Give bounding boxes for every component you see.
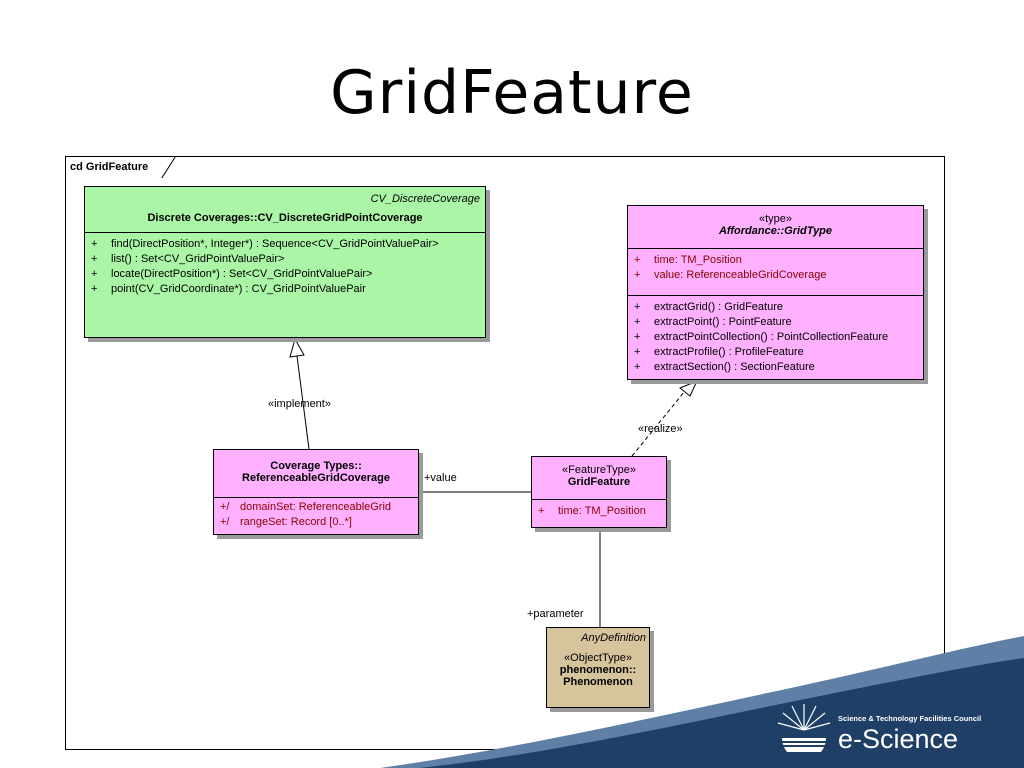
operation-row: +list() : Set<CV_GridPointValuePair> (91, 253, 285, 265)
frame-tab (65, 156, 176, 178)
stereotype-label: «FeatureType» (562, 464, 636, 476)
attributes-section: +time: TM_Position +value: Referenceable… (628, 248, 923, 295)
operations-section: +find(DirectPosition*, Integer*) : Seque… (85, 232, 485, 301)
class-referenceable-grid-coverage[interactable]: Coverage Types:: ReferenceableGridCovera… (213, 449, 419, 535)
class-grid-type[interactable]: «type» Affordance::GridType +time: TM_Po… (627, 205, 924, 380)
implement-line (296, 355, 310, 450)
attribute-row: +/domainSet: ReferenceableGrid (220, 501, 392, 513)
attribute-row: +value: ReferenceableGridCoverage (634, 269, 827, 281)
operation-row: +extractPoint() : PointFeature (634, 316, 792, 328)
class-header: «FeatureType» GridFeature (532, 457, 666, 499)
attributes-section: +time: TM_Position (532, 499, 666, 523)
operation-row: +extractProfile() : ProfileFeature (634, 346, 804, 358)
class-phenomenon[interactable]: AnyDefinition «ObjectType» phenomenon:: … (546, 627, 650, 708)
operation-row: +extractSection() : SectionFeature (634, 361, 815, 373)
brand-name: e-Science (838, 724, 959, 754)
implement-arrowhead (289, 337, 305, 358)
footer-wave (380, 636, 1024, 768)
operation-row: +extractGrid() : GridFeature (634, 301, 783, 313)
attributes-section: +/domainSet: ReferenceableGrid +/rangeSe… (214, 497, 418, 534)
council-name: Science & Technology Facilities Council (838, 714, 982, 723)
attribute-row: +time: TM_Position (538, 505, 646, 517)
attribute-row: +/rangeSet: Record [0..*] (220, 516, 352, 528)
operation-row: +find(DirectPosition*, Integer*) : Seque… (91, 238, 439, 250)
operations-section: +extractGrid() : GridFeature +extractPoi… (628, 295, 923, 379)
operation-row: +point(CV_GridCoordinate*) : CV_GridPoin… (91, 283, 366, 295)
stereotype-label: «type» (758, 213, 793, 225)
slide-title: GridFeature (330, 58, 694, 128)
class-header: Coverage Types:: ReferenceableGridCovera… (214, 450, 418, 497)
frame-label: cd GridFeature (70, 161, 149, 173)
implement-label: «implement» (268, 398, 331, 410)
class-name: GridFeature (567, 476, 631, 488)
value-role-label: +value (424, 472, 457, 484)
parent-class-label: AnyDefinition (581, 632, 646, 644)
class-header: CV_DiscreteCoverage Discrete Coverages::… (85, 187, 485, 232)
class-name: ReferenceableGridCoverage (242, 472, 390, 484)
class-discrete-grid-point-coverage[interactable]: CV_DiscreteCoverage Discrete Coverages::… (84, 186, 486, 338)
class-name: Affordance::GridType (718, 225, 833, 237)
parent-class-label: CV_DiscreteCoverage (370, 193, 480, 205)
class-name: Phenomenon (563, 676, 633, 688)
attribute-row: +time: TM_Position (634, 254, 742, 266)
class-name: Discrete Coverages::CV_DiscreteGridPoint… (147, 212, 423, 224)
class-package: Coverage Types:: (270, 460, 362, 472)
class-header: «type» Affordance::GridType (628, 206, 923, 248)
parameter-role-label: +parameter (527, 608, 584, 620)
class-grid-feature[interactable]: «FeatureType» GridFeature +time: TM_Posi… (531, 456, 667, 528)
realize-label: «realize» (638, 423, 683, 435)
class-package: phenomenon:: (559, 664, 637, 676)
sunburst-logo-icon (777, 704, 831, 752)
stereotype-label: «ObjectType» (564, 652, 632, 664)
operation-row: +locate(DirectPosition*) : Set<CV_GridPo… (91, 268, 373, 280)
operation-row: +extractPointCollection() : PointCollect… (634, 331, 889, 343)
realize-arrowhead (679, 380, 698, 397)
